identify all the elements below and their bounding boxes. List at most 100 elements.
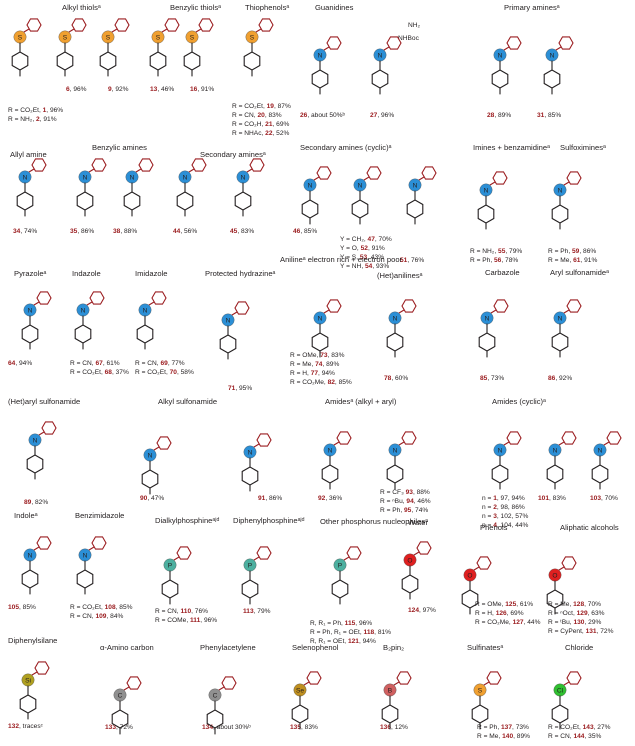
atom-symbol: C xyxy=(118,692,123,699)
bond-heteroatom-substituent xyxy=(393,681,400,686)
benzene-ring xyxy=(477,204,495,224)
compound-yield-label: Y = NH, 54, 93% xyxy=(340,263,389,270)
panel-title: Amidesᵃ (alkyl + aryl) xyxy=(325,397,397,406)
substituent-ring xyxy=(606,431,622,445)
compound-yield-label: R = CO₂Me, 127, 44% xyxy=(475,619,541,626)
bond-heteroatom-substituent xyxy=(195,28,202,33)
atom-symbol: N xyxy=(393,447,398,454)
compound-yield-label: R = H, 126, 69% xyxy=(475,610,524,617)
panel-title: Amides (cyclic)ᵃ xyxy=(492,397,546,406)
substituent-ring xyxy=(326,299,342,313)
substituent-ring xyxy=(256,433,272,447)
substituent-ring xyxy=(221,676,237,690)
benzene-ring xyxy=(491,464,509,484)
panel-title: Guanidines xyxy=(315,3,354,12)
substituent-ring xyxy=(89,291,105,305)
substituent-ring xyxy=(71,18,87,32)
panel-title: (Het)anilinesᵃ xyxy=(377,271,423,280)
bond-heteroatom-substituent xyxy=(503,46,510,51)
panel-title: Diphenylsilane xyxy=(8,636,57,645)
benzene-ring xyxy=(149,51,167,71)
atom-symbol: N xyxy=(558,187,563,194)
product-structure: S xyxy=(245,28,262,44)
bond-heteroatom-substituent xyxy=(153,446,160,451)
bond-heteroatom-substituent xyxy=(555,46,562,51)
substituent-ring xyxy=(164,18,180,32)
bond-heteroatom-substituent xyxy=(253,556,260,561)
panel-title: Carbazole xyxy=(485,268,520,277)
product-structure: N xyxy=(353,176,370,192)
atom-symbol: N xyxy=(378,52,383,59)
product-structure: P xyxy=(243,556,260,572)
bond-heteroatom-substituent xyxy=(303,681,310,686)
compound-yield-label: n = 1, 97, 94% xyxy=(482,495,525,502)
product-structure: N xyxy=(28,431,45,447)
atom-symbol: N xyxy=(484,187,489,194)
bond-heteroatom-substituent xyxy=(135,168,142,173)
compound-yield-label: R = CO₂Et, 70, 58% xyxy=(135,369,194,376)
benzene-ring xyxy=(401,574,419,594)
benzene-ring xyxy=(543,69,561,89)
benzene-ring xyxy=(11,51,29,71)
substituent-ring xyxy=(31,158,47,172)
compound-yield-label: 6, 96% xyxy=(66,86,87,93)
benzene-ring xyxy=(291,704,309,724)
product-structure: C xyxy=(208,686,225,702)
atom-symbol: N xyxy=(28,307,33,314)
compound-yield-label: NHBoc xyxy=(398,35,420,42)
substituent-ring xyxy=(326,36,342,50)
product-structure: N xyxy=(303,176,320,192)
compound-yield-label: 105, 85% xyxy=(8,604,36,611)
product-structure: Se xyxy=(293,681,310,697)
atom-symbol: N xyxy=(28,552,33,559)
benzene-ring xyxy=(141,469,159,489)
compound-yield-label: R = CO₂Et, 108, 85% xyxy=(70,604,133,611)
substituent-ring xyxy=(114,18,130,32)
bond-heteroatom-substituent xyxy=(563,181,570,186)
bond-heteroatom-substituent xyxy=(313,176,320,181)
atom-symbol: N xyxy=(553,447,558,454)
compound-yield-label: 124, 97% xyxy=(408,607,436,614)
product-structure: B xyxy=(383,681,400,697)
product-structure: N xyxy=(480,309,497,325)
product-structure: N xyxy=(78,168,95,184)
benzene-ring xyxy=(56,51,74,71)
compound-yield-label: 45, 83% xyxy=(230,228,254,235)
compound-yield-label: 78, 60% xyxy=(384,375,408,382)
product-structure: N xyxy=(78,546,95,562)
benzene-ring xyxy=(311,69,329,89)
product-structure: N xyxy=(593,441,610,457)
atom-symbol: N xyxy=(485,315,490,322)
bond-heteroatom-substituent xyxy=(323,46,330,51)
bond-heteroatom-substituent xyxy=(111,28,118,33)
product-structure: C xyxy=(113,686,130,702)
substituent-ring xyxy=(91,536,107,550)
compound-yield-label: R = COMe, 111, 96% xyxy=(155,617,217,624)
substituent-ring xyxy=(566,171,582,185)
compound-yield-label: 44, 56% xyxy=(173,228,197,235)
substituent-ring xyxy=(558,36,574,50)
bond-heteroatom-substituent xyxy=(558,566,565,571)
product-structure: O xyxy=(403,551,420,567)
compound-yield-label: 28, 89% xyxy=(487,112,511,119)
compound-yield-label: R = CO₂H, 21, 69% xyxy=(232,121,289,128)
substituent-ring xyxy=(561,556,577,570)
